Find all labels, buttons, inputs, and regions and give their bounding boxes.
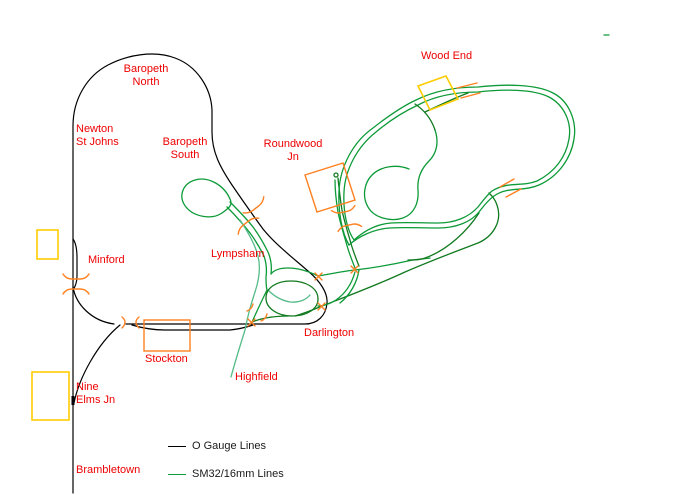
bracket-icon-stockton bbox=[121, 316, 140, 329]
sm32-highfield-branch bbox=[230, 219, 261, 378]
sm32-darlington-loop bbox=[265, 280, 319, 317]
station-label-newton-st-johns: Newton St Johns bbox=[76, 123, 119, 149]
sm32-spiral-tail bbox=[414, 103, 436, 131]
platform-marks-east bbox=[499, 178, 522, 198]
sm32-inner-spiral bbox=[363, 129, 438, 221]
sm32-loop-west-leg bbox=[251, 289, 268, 323]
station-label-line: Jn bbox=[287, 151, 299, 163]
legend-row-sm32: SM32/16mm Lines bbox=[168, 466, 284, 482]
o-gauge-main-line bbox=[72, 53, 328, 494]
sm32-roundwood-buffer bbox=[333, 172, 339, 178]
station-label-highfield: Highfield bbox=[235, 371, 278, 384]
sm32-main-loop-outer bbox=[338, 84, 576, 247]
sm32-diagonal-long bbox=[321, 192, 500, 307]
sm32-baropeth-south-loop bbox=[181, 178, 232, 218]
station-label-line: Baropeth bbox=[162, 136, 208, 148]
station-box-roundwood-jn bbox=[304, 162, 356, 213]
station-label-nine-elms-jn: Nine Elms Jn bbox=[76, 381, 115, 407]
station-label-brambletown: Brambletown bbox=[76, 464, 140, 477]
yard-box-nine-elms bbox=[31, 371, 70, 421]
sm32-darlington-loop-inner-arc bbox=[267, 289, 311, 303]
station-label-baropeth-south: Baropeth South bbox=[152, 136, 218, 162]
sm32-roundwood-corridor-2 bbox=[337, 177, 360, 267]
station-label-line: Roundwood bbox=[263, 138, 323, 150]
legend-label-sm32: SM32/16mm Lines bbox=[192, 468, 284, 480]
bridge-icon-lympsham bbox=[237, 196, 265, 235]
station-label-line: Highfield bbox=[235, 371, 278, 383]
platform-marks-wood-end bbox=[456, 82, 481, 99]
station-label-line: Newton bbox=[76, 123, 114, 135]
station-label-line: Elms Jn bbox=[76, 394, 116, 406]
station-label-line: Minford bbox=[88, 254, 125, 266]
station-label-lympsham: Lympsham bbox=[211, 248, 264, 261]
legend-label-o-gauge: O Gauge Lines bbox=[192, 440, 266, 452]
level-crossing-icon bbox=[247, 265, 359, 327]
station-label-wood-end: Wood End bbox=[421, 50, 472, 63]
station-label-darlington: Darlington bbox=[304, 327, 354, 340]
station-box-wood-end bbox=[416, 75, 460, 112]
station-label-line: Nine bbox=[76, 381, 99, 393]
station-label-stockton: Stockton bbox=[145, 353, 188, 366]
station-label-roundwood-jn: Roundwood Jn bbox=[258, 138, 328, 164]
sm32-main-loop-inner bbox=[343, 89, 571, 241]
legend: O Gauge Lines SM32/16mm Lines bbox=[168, 438, 284, 494]
sm32-line-swatch-icon bbox=[168, 473, 186, 475]
o-gauge-minford-passing-loop bbox=[72, 238, 78, 291]
sm32-loop-to-crossing bbox=[251, 305, 323, 323]
yard-box-minford bbox=[36, 229, 59, 260]
station-label-line: North bbox=[132, 76, 160, 88]
station-label-line: Lympsham bbox=[211, 248, 265, 260]
station-label-line: Wood End bbox=[421, 50, 473, 62]
station-label-line: Brambletown bbox=[76, 464, 141, 476]
o-gauge-stockton-siding bbox=[131, 324, 254, 331]
station-box-stockton bbox=[143, 319, 191, 352]
sm32-lympsham-neck-1 bbox=[229, 201, 273, 275]
station-label-minford: Minford bbox=[88, 254, 125, 267]
station-label-line: St Johns bbox=[76, 136, 119, 148]
o-gauge-lines bbox=[71, 53, 328, 494]
sm32-diagonal-tip bbox=[407, 212, 480, 261]
bridge-icon-roundwood bbox=[330, 204, 363, 233]
hook-icon-darlington bbox=[246, 303, 268, 322]
station-label-line: Baropeth bbox=[123, 63, 169, 75]
track-markers bbox=[62, 82, 522, 329]
legend-row-o-gauge: O Gauge Lines bbox=[168, 438, 284, 454]
station-label-line: Darlington bbox=[304, 327, 355, 339]
station-label-line: South bbox=[170, 149, 200, 161]
o-gauge-line-swatch-icon bbox=[168, 445, 186, 447]
station-label-baropeth-north: Baropeth North bbox=[104, 63, 188, 89]
o-gauge-minford-branch bbox=[72, 286, 115, 325]
bridge-icon-minford bbox=[62, 273, 90, 295]
o-gauge-nine-elms-branch bbox=[73, 324, 121, 404]
station-boxes bbox=[31, 75, 460, 421]
station-label-line: Stockton bbox=[145, 353, 188, 365]
sm32-wood-end-siding bbox=[424, 92, 469, 113]
